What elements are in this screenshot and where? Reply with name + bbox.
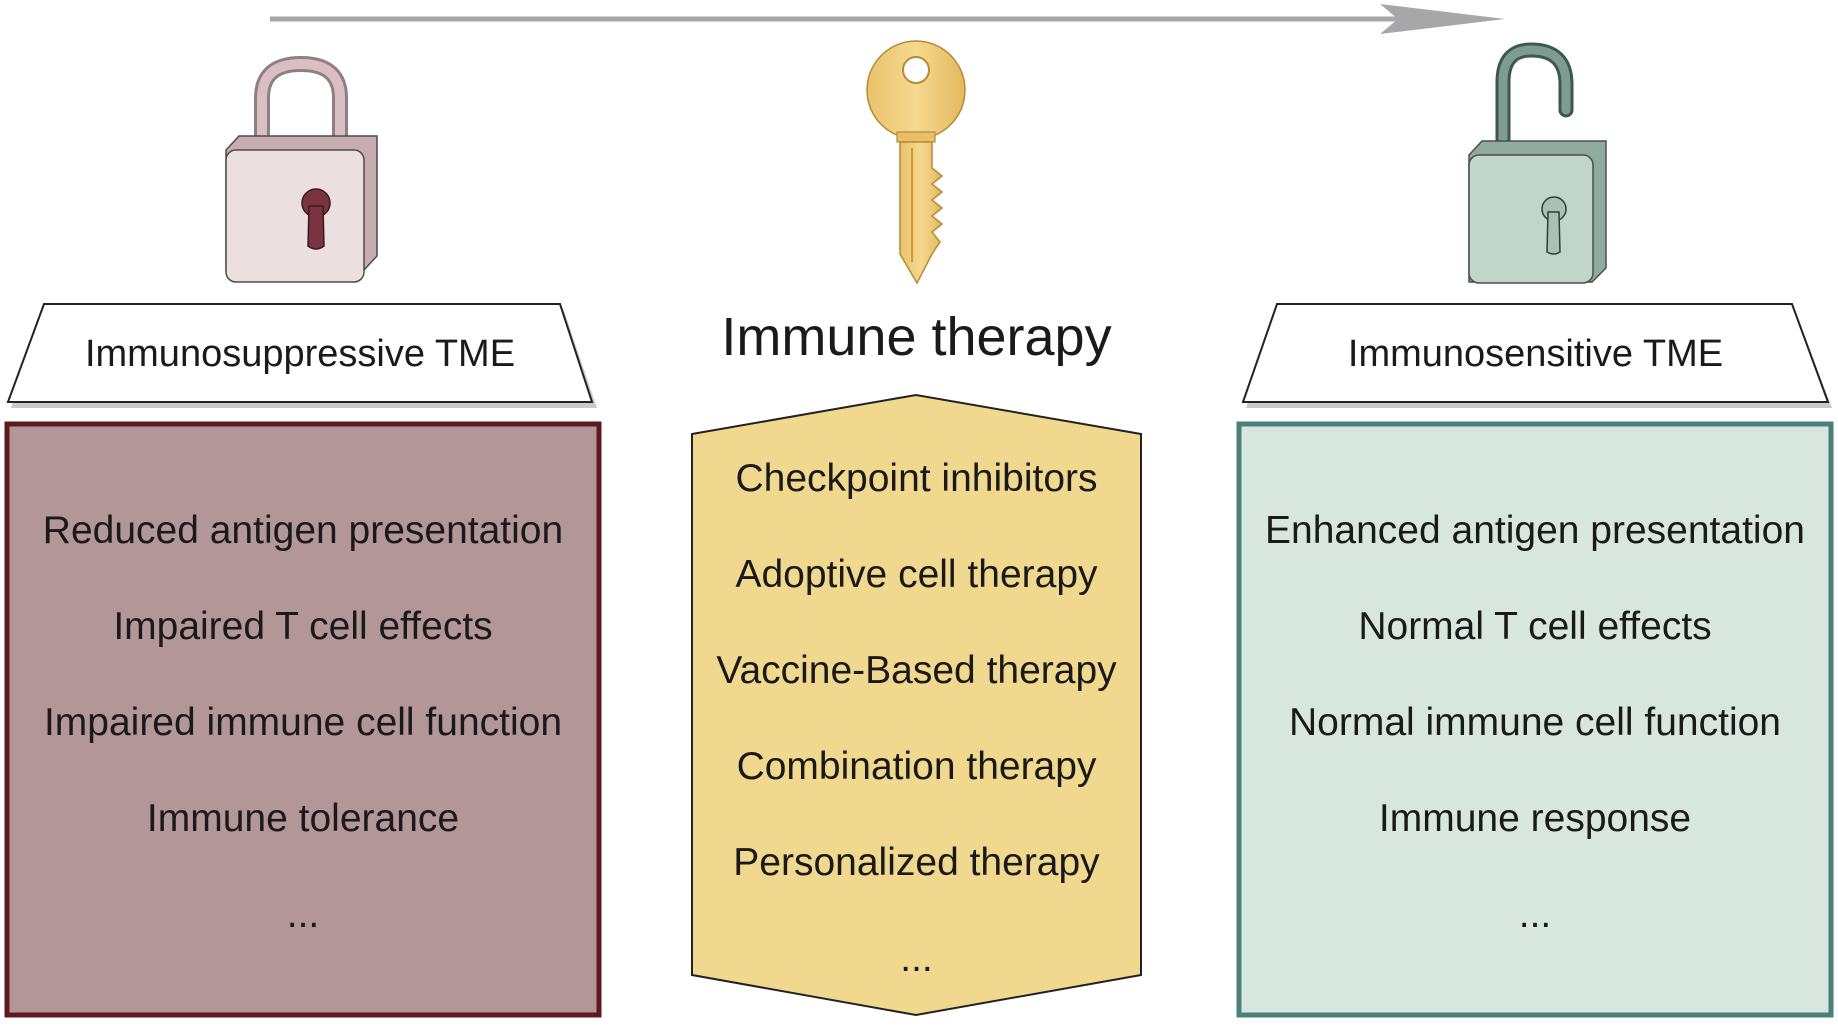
center-panel-list: Checkpoint inhibitors Adoptive cell ther…	[692, 459, 1141, 1035]
list-item: Normal immune cell function	[1288, 701, 1781, 744]
list-item: Vaccine-Based therapy	[716, 649, 1117, 692]
left-panel-header: Immunosuppressive TME	[84, 333, 516, 375]
list-item: Combination therapy	[736, 745, 1097, 788]
right-header-trapezoid	[1241, 303, 1832, 408]
center-panel-hexagon	[691, 393, 1142, 1017]
list-item: Immune response	[1378, 797, 1692, 840]
right-panel-header: Immunosensitive TME	[1347, 333, 1724, 375]
closed-padlock-icon	[225, 55, 378, 283]
left-panel-box	[4, 421, 602, 1018]
list-item: Normal T cell effects	[1358, 605, 1712, 648]
center-panel-title: Immune therapy	[721, 307, 1112, 367]
list-item: ...	[286, 893, 320, 936]
list-item: Impaired T cell effects	[113, 605, 493, 648]
open-padlock-icon	[1468, 42, 1607, 284]
list-item: ...	[1518, 893, 1552, 936]
progress-arrow	[270, 4, 1505, 34]
list-item: Reduced antigen presentation	[42, 509, 564, 552]
left-panel-list: Reduced antigen presentation Impaired T …	[7, 511, 599, 991]
left-header-trapezoid	[6, 303, 597, 408]
list-item: Adoptive cell therapy	[735, 553, 1098, 596]
list-item: Impaired immune cell function	[43, 701, 563, 744]
list-item: ...	[900, 937, 933, 980]
right-panel-list: Enhanced antigen presentation Normal T c…	[1239, 511, 1831, 991]
list-item: Checkpoint inhibitors	[735, 457, 1098, 500]
key-icon	[866, 40, 966, 285]
list-item: Personalized therapy	[733, 841, 1100, 884]
right-panel-box	[1236, 421, 1834, 1018]
list-item: Immune tolerance	[146, 797, 460, 840]
list-item: Enhanced antigen presentation	[1265, 509, 1805, 552]
